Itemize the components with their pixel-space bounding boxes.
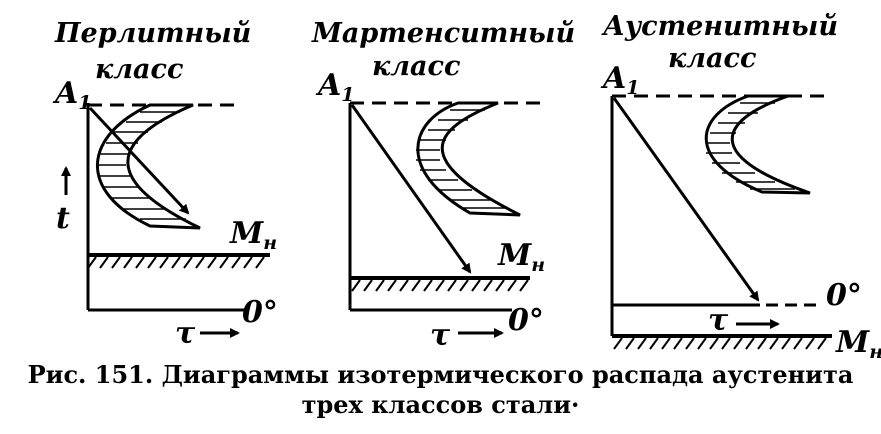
panel-title-line1: Аустенитный [601,11,838,42]
c-curve-hatching [98,111,186,220]
caption-line1: Рис. 151. Диаграммы изотермического расп… [27,360,854,389]
temperature-label: t [56,201,70,236]
cooling-arrow [612,97,760,302]
time-label: τ [175,316,196,351]
a1-label: A1 [52,76,92,114]
mn-hatching [613,337,827,350]
mn-label: Mн [497,238,545,276]
figure-caption: Рис. 151. Диаграммы изотермического расп… [0,360,881,420]
c-curve-hatching [706,102,795,190]
c-curve-band [416,101,521,217]
panel-title-line1: Мартенситный [311,18,575,49]
panel-title-line2: класс [95,54,183,85]
panel-title-line2: класс [372,51,460,82]
zero-label: 0° [242,295,278,330]
panel-title-line1: Перлитный [54,18,251,49]
panel-martensitic: Мартенситный класс A1 [311,18,575,353]
c-curve-band [704,94,811,195]
c-curve-band [95,103,201,230]
panel-pearlitic: Перлитный класс A1 t [52,18,278,351]
caption-line2: трех классов стали· [301,390,580,419]
time-label: τ [708,303,729,338]
cooling-arrow [88,106,190,215]
mn-hatching [87,256,265,269]
mn-hatching [351,279,529,292]
a1-label: A1 [315,68,355,106]
mn-label: Mн [229,216,277,254]
panel-austenitic: Аустенитный класс A1 0° τ [600,11,881,363]
c-curve-hatching [416,109,505,209]
mn-label: Mн [835,325,881,363]
zero-label: 0° [508,303,544,338]
panel-title-line2: класс [668,43,756,74]
time-label: τ [430,318,451,353]
cooling-arrow [350,104,472,274]
zero-label: 0° [826,278,862,313]
a1-label: A1 [600,61,640,99]
